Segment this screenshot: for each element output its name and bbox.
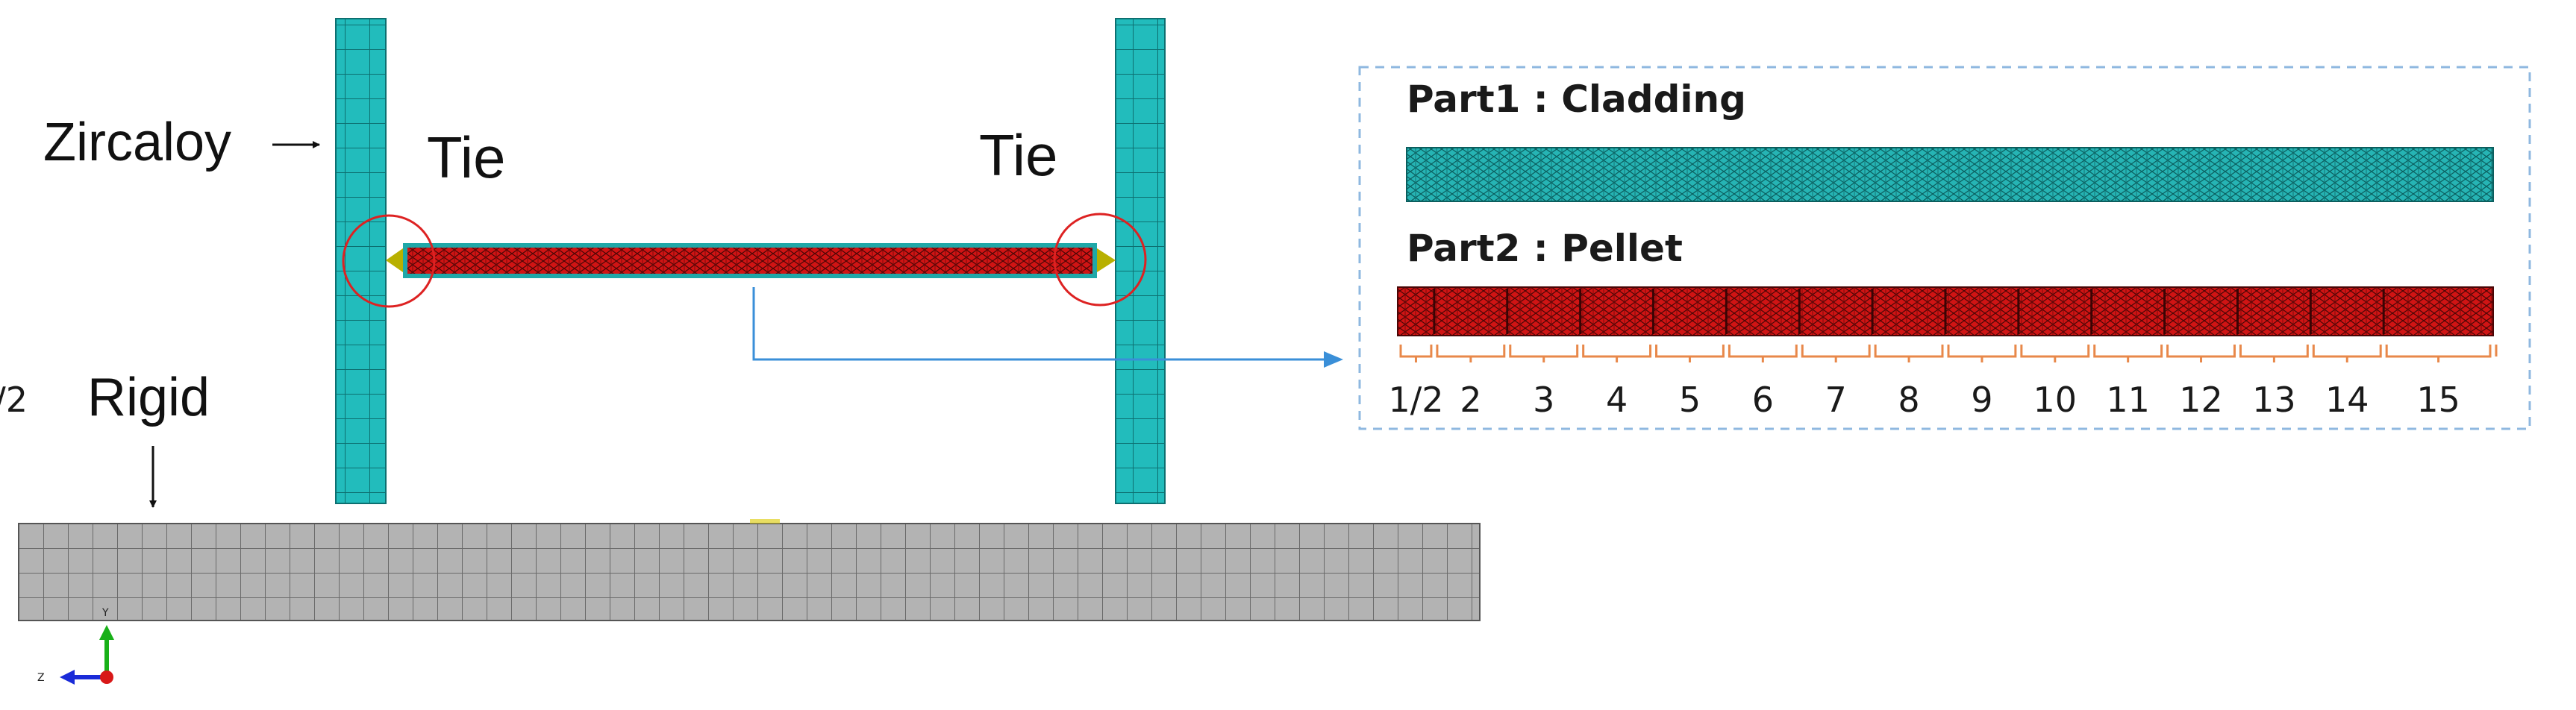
- part2-label: Part2 : Pellet: [1407, 227, 1683, 270]
- tie-marker-left: [386, 248, 403, 272]
- zircaloy-right-column: [1115, 18, 1166, 504]
- segment-bracket: [1801, 345, 1871, 362]
- segment-label: 1/2: [1388, 380, 1443, 420]
- tie-circle-right: [1053, 213, 1147, 307]
- pellet-segments: 1/2 2 3 4 5 6 7 8 9 10 11 12 13 14 15 2/2: [0, 289, 2498, 420]
- cladding-strip: [1406, 147, 2494, 202]
- segment-bracket: [1399, 345, 1433, 362]
- zircaloy-label: Zircaloy: [43, 113, 231, 172]
- segment-label: 9: [1971, 380, 1992, 420]
- part1-label: Part1 : Cladding: [1407, 78, 1746, 121]
- tie-circle-left: [342, 214, 436, 308]
- segment-bracket: [1874, 345, 1944, 362]
- segment-bracket: [2312, 345, 2382, 362]
- segment-bracket: [1509, 345, 1579, 362]
- reference-point-mark: [750, 519, 780, 524]
- segment-label: 13: [2252, 380, 2296, 420]
- segment-label: 12: [2179, 380, 2223, 420]
- rigid-label: Rigid: [87, 368, 210, 427]
- segment-bracket: [2239, 345, 2309, 362]
- segment-label: 6: [1752, 380, 1774, 420]
- segment-bracket: [1436, 345, 1506, 362]
- segment-bracket: [1728, 345, 1798, 362]
- segment-bracket: [2093, 345, 2163, 362]
- segment-label: 11: [2106, 380, 2150, 420]
- segment-bracket: [2385, 345, 2492, 362]
- axis-y-label: Y: [101, 607, 109, 619]
- segment-label: 14: [2325, 380, 2369, 420]
- segment-label: 4: [1606, 380, 1628, 420]
- segment-label: 3: [1533, 380, 1554, 420]
- segment-bracket: [2020, 345, 2090, 362]
- segment-bracket: [1947, 345, 2017, 362]
- segment-label: 15: [2416, 380, 2460, 420]
- segment-label: 7: [1825, 380, 1847, 420]
- segment-bracket: [2166, 345, 2236, 362]
- tie-left-label: Tie: [427, 125, 505, 190]
- leader-line: [752, 287, 1343, 368]
- tie-right-label: Tie: [979, 122, 1057, 188]
- inset-panel: Part1 : Cladding Part2 : Pellet 1/2 2 3 4 5 6…: [0, 66, 2531, 430]
- tie-marker-right: [1097, 248, 1116, 272]
- fuel-rod: [403, 243, 1097, 278]
- segment-label: 2: [1460, 380, 1481, 420]
- segment-label: 5: [1679, 380, 1701, 420]
- segment-bracket: [1655, 345, 1725, 362]
- rigid-base: [18, 523, 1481, 621]
- axis-z-label: Z: [37, 672, 45, 684]
- segment-label: 2/2: [0, 380, 28, 420]
- segment-label: 8: [1898, 380, 1919, 420]
- segment-bracket: [1582, 345, 1652, 362]
- segment-label: 10: [2033, 380, 2078, 420]
- axis-triad: Y Z: [37, 607, 114, 685]
